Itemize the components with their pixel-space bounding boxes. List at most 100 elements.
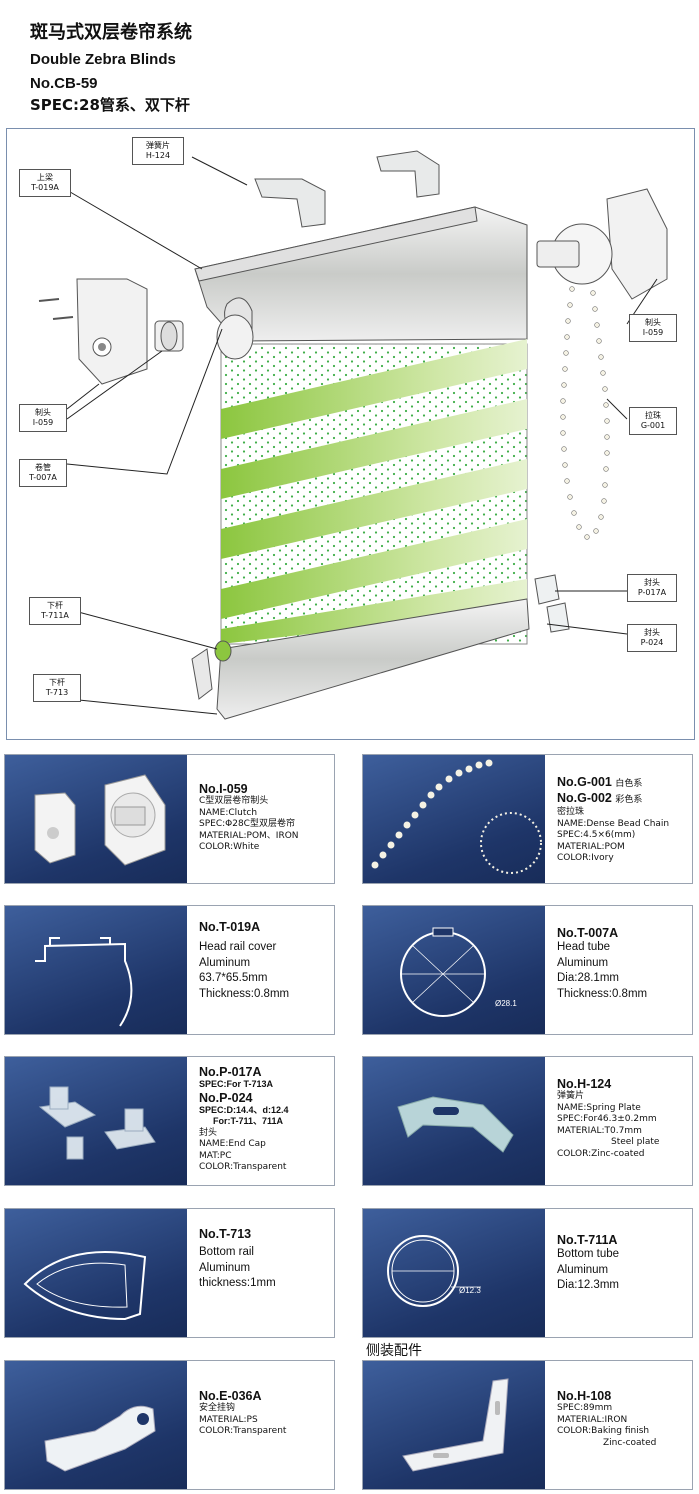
bead-chain-icon	[371, 759, 542, 874]
side-bracket-icon	[402, 1378, 509, 1472]
product-line: NAME:End Cap	[199, 1139, 266, 1149]
product-number: No.T-711A	[557, 1233, 618, 1247]
product-image-spring-plate	[363, 1057, 545, 1185]
product-number-secondary: No.G-002 彩色系	[557, 791, 643, 805]
product-line: Dia:12.3mm	[557, 1279, 619, 1291]
product-line: SPEC:For46.3±0.2mm	[557, 1114, 657, 1124]
product-line: Aluminum	[199, 956, 251, 969]
product-line: NAME:Clutch	[199, 807, 258, 818]
product-line: MATERIAL:T0.7mm	[557, 1125, 642, 1136]
product-image-safety-hook	[5, 1361, 187, 1489]
product-spec: SPEC:D:14.4、d:12.4	[199, 1104, 289, 1115]
product-line: COLOR:Transparent	[199, 1426, 287, 1436]
product-card-t-711a: Ø12.3 No.T-711A Bottom tube Aluminum Dia…	[362, 1208, 693, 1338]
product-line: COLOR:Zinc-coated	[557, 1148, 645, 1159]
product-line: Bottom rail	[199, 1246, 254, 1258]
product-image-bead-chain	[363, 755, 545, 883]
product-number: No.T-019A	[199, 920, 261, 934]
product-line: 密拉珠	[557, 807, 585, 817]
product-line: NAME:Dense Bead Chain	[557, 818, 670, 829]
product-card-t-713: No.T-713 Bottom rail Aluminum thickness:…	[4, 1208, 335, 1338]
product-image-end-cap	[5, 1057, 187, 1185]
product-line: Aluminum	[557, 1263, 609, 1276]
product-line: C型双层卷帘制头	[199, 796, 269, 806]
product-line: 弹簧片	[557, 1091, 585, 1101]
product-number: No.P-017A	[199, 1065, 262, 1079]
clutch-icon	[34, 774, 166, 866]
product-number-secondary: No.P-024	[199, 1090, 253, 1105]
product-number: No.H-124	[557, 1077, 612, 1091]
end-cap-icon	[38, 1086, 156, 1160]
product-card-t-007a: Ø28.1 No.T-007A Head tube Aluminum Dia:2…	[362, 905, 693, 1035]
bottom-rail-profile-icon	[23, 1251, 147, 1321]
product-line: Thickness:0.8mm	[199, 987, 290, 1000]
spring-plate-icon	[397, 1096, 514, 1153]
product-spec: For:T-711、711A	[213, 1116, 284, 1126]
product-line: NAME:Spring Plate	[557, 1102, 641, 1113]
product-card-h-108: No.H-108 SPEC:89mm MATERIAL:IRON COLOR:B…	[362, 1360, 693, 1490]
head-tube-section-icon: Ø28.1	[400, 927, 517, 1017]
tube-dimension-label: Ø12.3	[459, 1286, 481, 1295]
product-line: MAT:PC	[199, 1150, 232, 1161]
title-chinese: 斑马式双层卷帘系统	[30, 22, 192, 43]
product-line: Bottom tube	[557, 1248, 620, 1260]
product-image-bottom-tube: Ø12.3	[363, 1209, 545, 1337]
product-line: MATERIAL:POM、IRON	[199, 830, 299, 841]
product-line: SPEC:89mm	[557, 1403, 613, 1413]
title-english: Double Zebra Blinds	[30, 51, 176, 68]
product-line: SPEC:4.5×6(mm)	[557, 830, 636, 840]
product-line: Head tube	[557, 941, 611, 953]
product-line: Dia:28.1mm	[557, 972, 619, 984]
product-number: No.E-036A	[199, 1389, 262, 1403]
product-line: MATERIAL:IRON	[557, 1414, 628, 1425]
product-image-clutch	[5, 755, 187, 883]
side-mount-section-title: 侧装配件	[366, 1343, 422, 1359]
product-card-e-036a: No.E-036A 安全挂钩 MATERIAL:PS COLOR:Transpa…	[4, 1360, 335, 1490]
product-line: MATERIAL:PS	[199, 1414, 258, 1425]
head-rail-profile-icon	[35, 937, 133, 1027]
tube-dimension-label: Ø28.1	[495, 999, 517, 1008]
product-spec: SPEC:For T-713A	[199, 1079, 274, 1089]
product-card-p-017a: No.P-017A SPEC:For T-713A No.P-024 SPEC:…	[4, 1056, 335, 1186]
product-image-side-bracket	[363, 1361, 545, 1489]
product-line: SPEC:Φ28C型双层卷帘	[199, 819, 295, 829]
product-line: COLOR:Baking finish	[557, 1426, 650, 1436]
product-line: COLOR:Transparent	[199, 1162, 287, 1172]
product-line: thickness:1mm	[199, 1277, 276, 1289]
product-line: 安全挂钩	[199, 1403, 236, 1413]
product-number: No.T-007A	[557, 926, 619, 940]
blind-assembly-illustration	[38, 150, 668, 720]
product-line: Aluminum	[199, 1261, 251, 1274]
product-image-head-tube: Ø28.1	[363, 906, 545, 1034]
product-image-head-rail	[5, 906, 187, 1034]
product-line: Head rail cover	[199, 941, 277, 953]
product-number: No.H-108	[557, 1389, 612, 1403]
product-card-t-019a: No.T-019A Head rail cover Aluminum 63.7*…	[4, 905, 335, 1035]
product-line: COLOR:White	[199, 842, 260, 852]
product-number: No.I-059	[199, 782, 248, 796]
product-line: COLOR:Ivory	[557, 853, 614, 863]
bottom-tube-section-icon: Ø12.3	[387, 1235, 481, 1307]
product-number: No.T-713	[199, 1227, 252, 1241]
product-line: Aluminum	[557, 956, 609, 969]
product-image-bottom-rail	[5, 1209, 187, 1337]
safety-hook-icon	[44, 1405, 156, 1472]
product-line: MATERIAL:POM	[557, 841, 625, 852]
product-card-i-059: No.I-059 C型双层卷帘制头 NAME:Clutch SPEC:Φ28C型…	[4, 754, 335, 884]
product-number: No.G-001 白色系	[557, 775, 643, 789]
product-line: 封头	[199, 1127, 218, 1138]
product-line: Thickness:0.8mm	[557, 987, 648, 1000]
product-line: 63.7*65.5mm	[199, 972, 268, 984]
product-line: Steel plate	[611, 1137, 660, 1147]
